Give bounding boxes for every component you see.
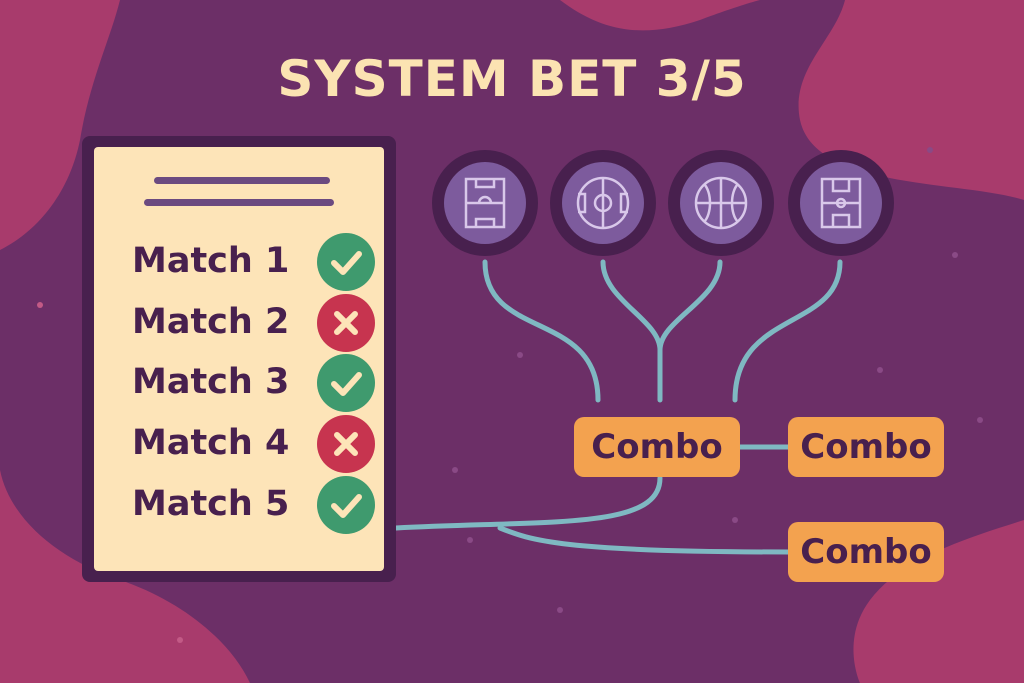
football-pitch-icon	[432, 150, 538, 256]
cross-icon	[317, 415, 375, 473]
match-row: Match 1	[132, 233, 382, 293]
soccer-ball-icon	[550, 150, 656, 256]
match-label: Match 4	[132, 423, 290, 463]
match-label: Match 3	[132, 362, 290, 402]
cross-icon	[317, 294, 375, 352]
check-icon	[317, 354, 375, 412]
match-row: Match 3	[132, 354, 382, 414]
match-row: Match 4	[132, 415, 382, 475]
basketball-icon	[668, 150, 774, 256]
slip-header-line	[144, 199, 334, 206]
match-label: Match 5	[132, 484, 290, 524]
combo-box: Combo	[574, 417, 740, 477]
match-row: Match 5	[132, 476, 382, 536]
page-title: SYSTEM BET 3/5	[277, 50, 747, 108]
match-label: Match 1	[132, 241, 290, 281]
combo-box: Combo	[788, 417, 944, 477]
basketball-court-icon	[788, 150, 894, 256]
check-icon	[317, 233, 375, 291]
match-label: Match 2	[132, 302, 290, 342]
bet-slip: Match 1 Match 2 Match 3 Match 4	[82, 136, 396, 582]
match-row: Match 2	[132, 294, 382, 354]
combo-box: Combo	[788, 522, 944, 582]
slip-header-line	[154, 177, 330, 184]
bet-slip-paper: Match 1 Match 2 Match 3 Match 4	[94, 147, 384, 571]
check-icon	[317, 476, 375, 534]
